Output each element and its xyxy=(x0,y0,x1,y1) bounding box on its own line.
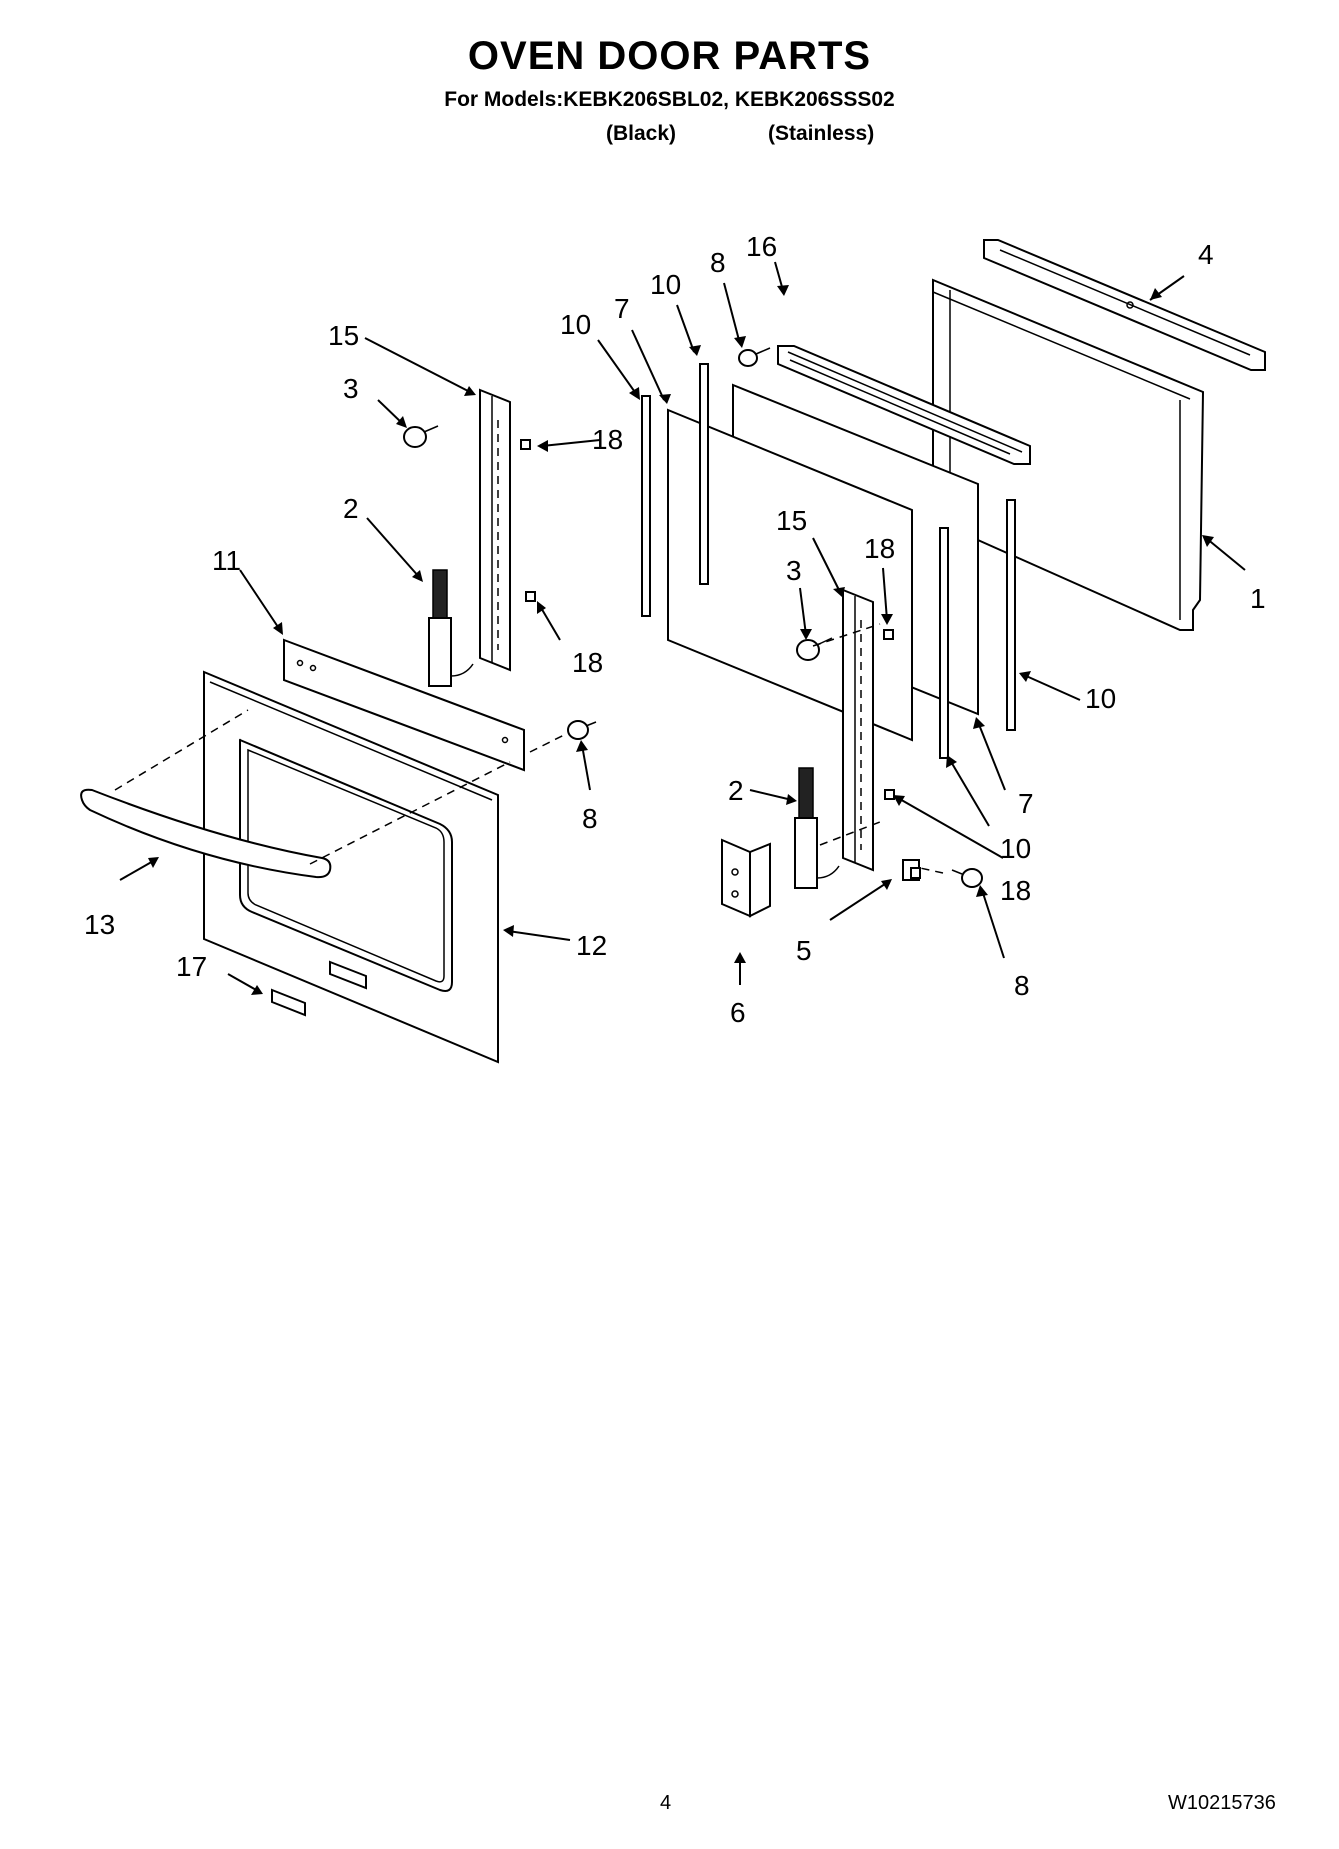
part-spacer-strips xyxy=(641,363,1016,759)
callout-3-right: 3 xyxy=(786,555,802,586)
callout-2-left: 2 xyxy=(343,493,359,524)
part-latch-clip xyxy=(902,859,921,881)
callout-10-top-mid: 10 xyxy=(650,269,681,300)
callout-1: 1 xyxy=(1250,583,1266,614)
callout-labels: 4 16 8 10 10 7 15 3 18 2 11 18 8 13 12 1… xyxy=(84,231,1266,1028)
callout-18-left-bottom: 18 xyxy=(572,647,603,678)
part-top-trim xyxy=(983,239,1266,371)
part-hinge-right xyxy=(794,767,840,889)
part-handle xyxy=(80,788,332,879)
model-numbers: For Models:KEBK206SBL02, KEBK206SSS02 xyxy=(444,88,895,111)
part-bracket xyxy=(721,838,771,918)
callout-8-top: 8 xyxy=(710,247,726,278)
page-title: OVEN DOOR PARTS xyxy=(467,34,872,78)
callout-17: 17 xyxy=(176,951,207,982)
part-hinge-left xyxy=(428,569,474,687)
page-number: 4 xyxy=(660,1792,672,1814)
callout-8-right: 8 xyxy=(1014,970,1030,1001)
callout-18-right-bottom: 18 xyxy=(1000,875,1031,906)
part-hinge-channel-right xyxy=(842,588,874,872)
part-clips xyxy=(520,439,895,800)
part-bracket-rail xyxy=(777,345,1031,465)
part-vent-strip xyxy=(283,638,525,772)
leader-lines xyxy=(119,261,1246,995)
callout-11: 11 xyxy=(212,545,241,576)
callout-7-right: 7 xyxy=(1018,788,1034,819)
assembly-guides xyxy=(114,623,944,874)
callout-10-bottom: 10 xyxy=(1000,833,1031,864)
document-number: W10215736 xyxy=(1168,1792,1276,1814)
callout-12: 12 xyxy=(576,930,607,961)
callout-18-left-top: 18 xyxy=(592,424,623,455)
part-badge xyxy=(271,988,306,1017)
callout-8-mid: 8 xyxy=(582,803,598,834)
callout-4: 4 xyxy=(1198,239,1214,270)
callout-15-left: 15 xyxy=(328,320,359,351)
callout-3-left: 3 xyxy=(343,373,359,404)
callout-2-right: 2 xyxy=(728,775,744,806)
part-screws xyxy=(403,347,983,888)
callout-5: 5 xyxy=(796,935,812,966)
callout-13: 13 xyxy=(84,909,115,940)
variant-stainless-label: (Stainless) xyxy=(768,122,875,145)
callout-15-right: 15 xyxy=(776,505,807,536)
callout-10-right: 10 xyxy=(1085,683,1116,714)
callout-10-top-left: 10 xyxy=(560,309,591,340)
callout-16: 16 xyxy=(746,231,777,262)
callout-6: 6 xyxy=(730,997,746,1028)
callout-7-top: 7 xyxy=(614,293,630,324)
part-hinge-channel-left xyxy=(479,388,511,672)
variant-black-label: (Black) xyxy=(606,122,677,145)
callout-18-right-top: 18 xyxy=(864,533,895,564)
